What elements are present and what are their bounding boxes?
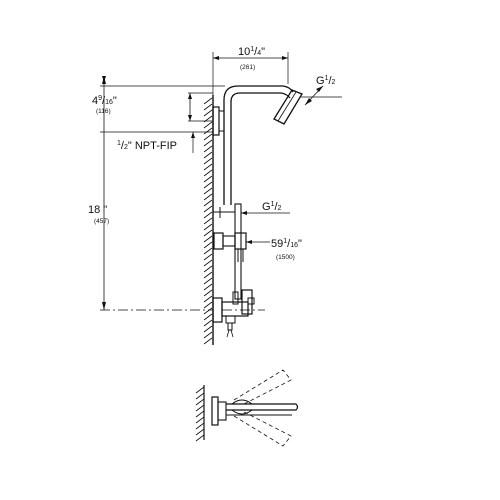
hatch-line [203, 337, 213, 345]
hatch-line [203, 163, 213, 171]
wall-hatching [203, 97, 213, 345]
hatch-line [203, 223, 213, 231]
hatch-line [203, 211, 213, 219]
hatch-line [203, 97, 213, 105]
hatch-line [203, 241, 213, 249]
plan-view [195, 369, 299, 447]
hose-length-mm: (1500) [276, 254, 295, 261]
height-label: 18 " [88, 204, 107, 216]
height-dimension: 18 " (457) [88, 76, 265, 311]
hatch-line [195, 398, 205, 406]
shower-head [273, 89, 303, 125]
top-width-dimension: 101/4" (261) [212, 46, 289, 95]
hatch-line [195, 386, 205, 394]
hatch-line [203, 169, 213, 177]
height-mm: (457) [94, 218, 109, 225]
hatch-line [203, 319, 213, 327]
hatch-line [195, 428, 205, 436]
hatch-line [203, 175, 213, 183]
wall-offset-mm: (116) [96, 108, 111, 115]
hatch-line [195, 422, 205, 430]
shower-arm [223, 85, 294, 205]
hatch-line [203, 265, 213, 273]
hatch-line [203, 247, 213, 255]
hose-thread-dimension: G1/2 [234, 201, 290, 216]
wall [203, 95, 214, 345]
hatch-line [203, 133, 213, 141]
top-width-mm: (261) [240, 64, 255, 71]
hatch-line [203, 235, 213, 243]
hatch-line [203, 127, 213, 135]
slide-bar [213, 203, 242, 300]
hatch-line [195, 434, 205, 442]
hatch-line [203, 151, 213, 159]
hatch-line [195, 404, 205, 412]
hatch-line [203, 325, 213, 333]
hatch-line [203, 229, 213, 237]
hatch-line [203, 139, 213, 147]
hatch-line [203, 199, 213, 207]
hatch-line [203, 145, 213, 153]
hatch-line [203, 157, 213, 165]
hatch-line [203, 283, 213, 291]
hatch-line [203, 217, 213, 225]
hatch-line [203, 301, 213, 309]
hatch-line [203, 121, 213, 129]
wall-offset-label: 49/16" [92, 95, 117, 107]
hatch-line [203, 205, 213, 213]
hatch-line [203, 307, 213, 315]
hatch-line [203, 259, 213, 267]
hose-thread-label: G1/2 [262, 201, 282, 213]
hatch-line [203, 313, 213, 321]
hose-length-dimension: 591/16" (1500) [246, 238, 302, 261]
hatch-line [203, 187, 213, 195]
head-thread-dimension: G1/2 [300, 75, 342, 106]
hand-shower-holder [213, 232, 247, 262]
hatch-line [203, 103, 213, 111]
hatch-line [203, 109, 213, 117]
hatch-line [203, 289, 213, 297]
hose-length-label: 591/16" [271, 238, 302, 250]
npt-fip-label: 1/2" NPT-FIP [117, 140, 177, 152]
hatch-line [195, 392, 205, 400]
mixer-valve [212, 289, 255, 338]
hatch-line [195, 416, 205, 424]
hatch-line [203, 271, 213, 279]
hatch-line [203, 295, 213, 303]
hatch-line [203, 193, 213, 201]
hatch-line [195, 410, 205, 418]
head-thread-label: G1/2 [316, 75, 336, 87]
top-wall-bracket [212, 106, 225, 136]
hatch-line [203, 277, 213, 285]
hatch-line [203, 181, 213, 189]
npt-fip-callout: 1/2" NPT-FIP [100, 131, 213, 153]
top-width-label: 101/4" [238, 46, 265, 58]
hatch-line [203, 253, 213, 261]
hatch-line [203, 331, 213, 339]
